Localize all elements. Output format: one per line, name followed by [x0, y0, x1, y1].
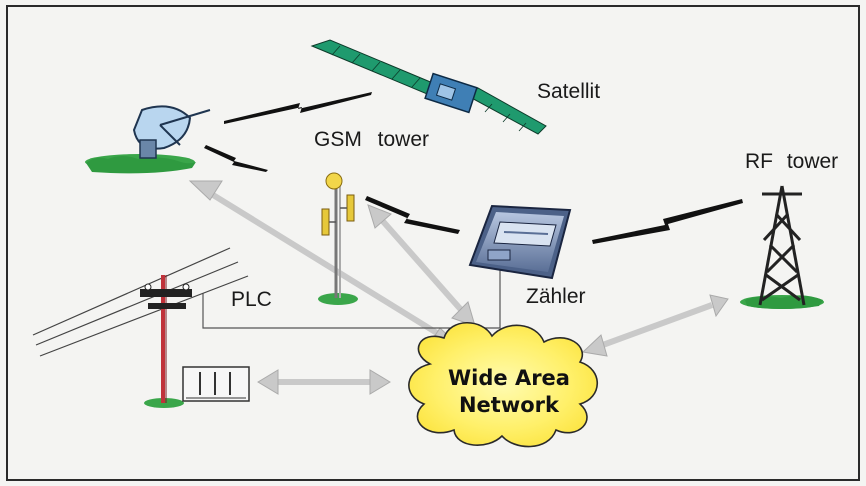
- gsm-tower-icon: [318, 172, 358, 305]
- diagram-frame: [6, 5, 860, 481]
- wan-label-line2: Network: [458, 393, 559, 417]
- wan-cloud-shape: [408, 322, 598, 448]
- arrow-rf-wan: [581, 294, 729, 357]
- plc-wiring: [202, 270, 501, 329]
- rf-tower-icon: [740, 185, 824, 309]
- meter-icon: [468, 204, 572, 280]
- satellite-dish-icon: [85, 105, 211, 174]
- satellite-label: Satellit: [537, 80, 601, 103]
- distribution-box-icon: [182, 366, 250, 402]
- wan-label-line1: Wide Area: [448, 366, 570, 390]
- link-gsm-meter: [365, 196, 460, 234]
- wireless-links: [204, 92, 743, 244]
- wan-label: Wide Area Network: [442, 365, 576, 419]
- plc-label: PLC: [231, 288, 272, 311]
- rf-tower-label: RF tower: [745, 150, 839, 173]
- meter-label: Zähler: [526, 285, 586, 308]
- satellite-icon: [310, 39, 547, 135]
- link-meter-rf: [592, 199, 743, 244]
- link-dish-satellite: [224, 92, 372, 124]
- link-dish-gsm: [204, 145, 268, 172]
- power-pole-icon: [32, 247, 249, 408]
- arrow-gsm-wan: [367, 204, 476, 327]
- gsm-tower-label: GSM tower: [314, 128, 430, 151]
- arrow-plc-wan: [257, 369, 391, 395]
